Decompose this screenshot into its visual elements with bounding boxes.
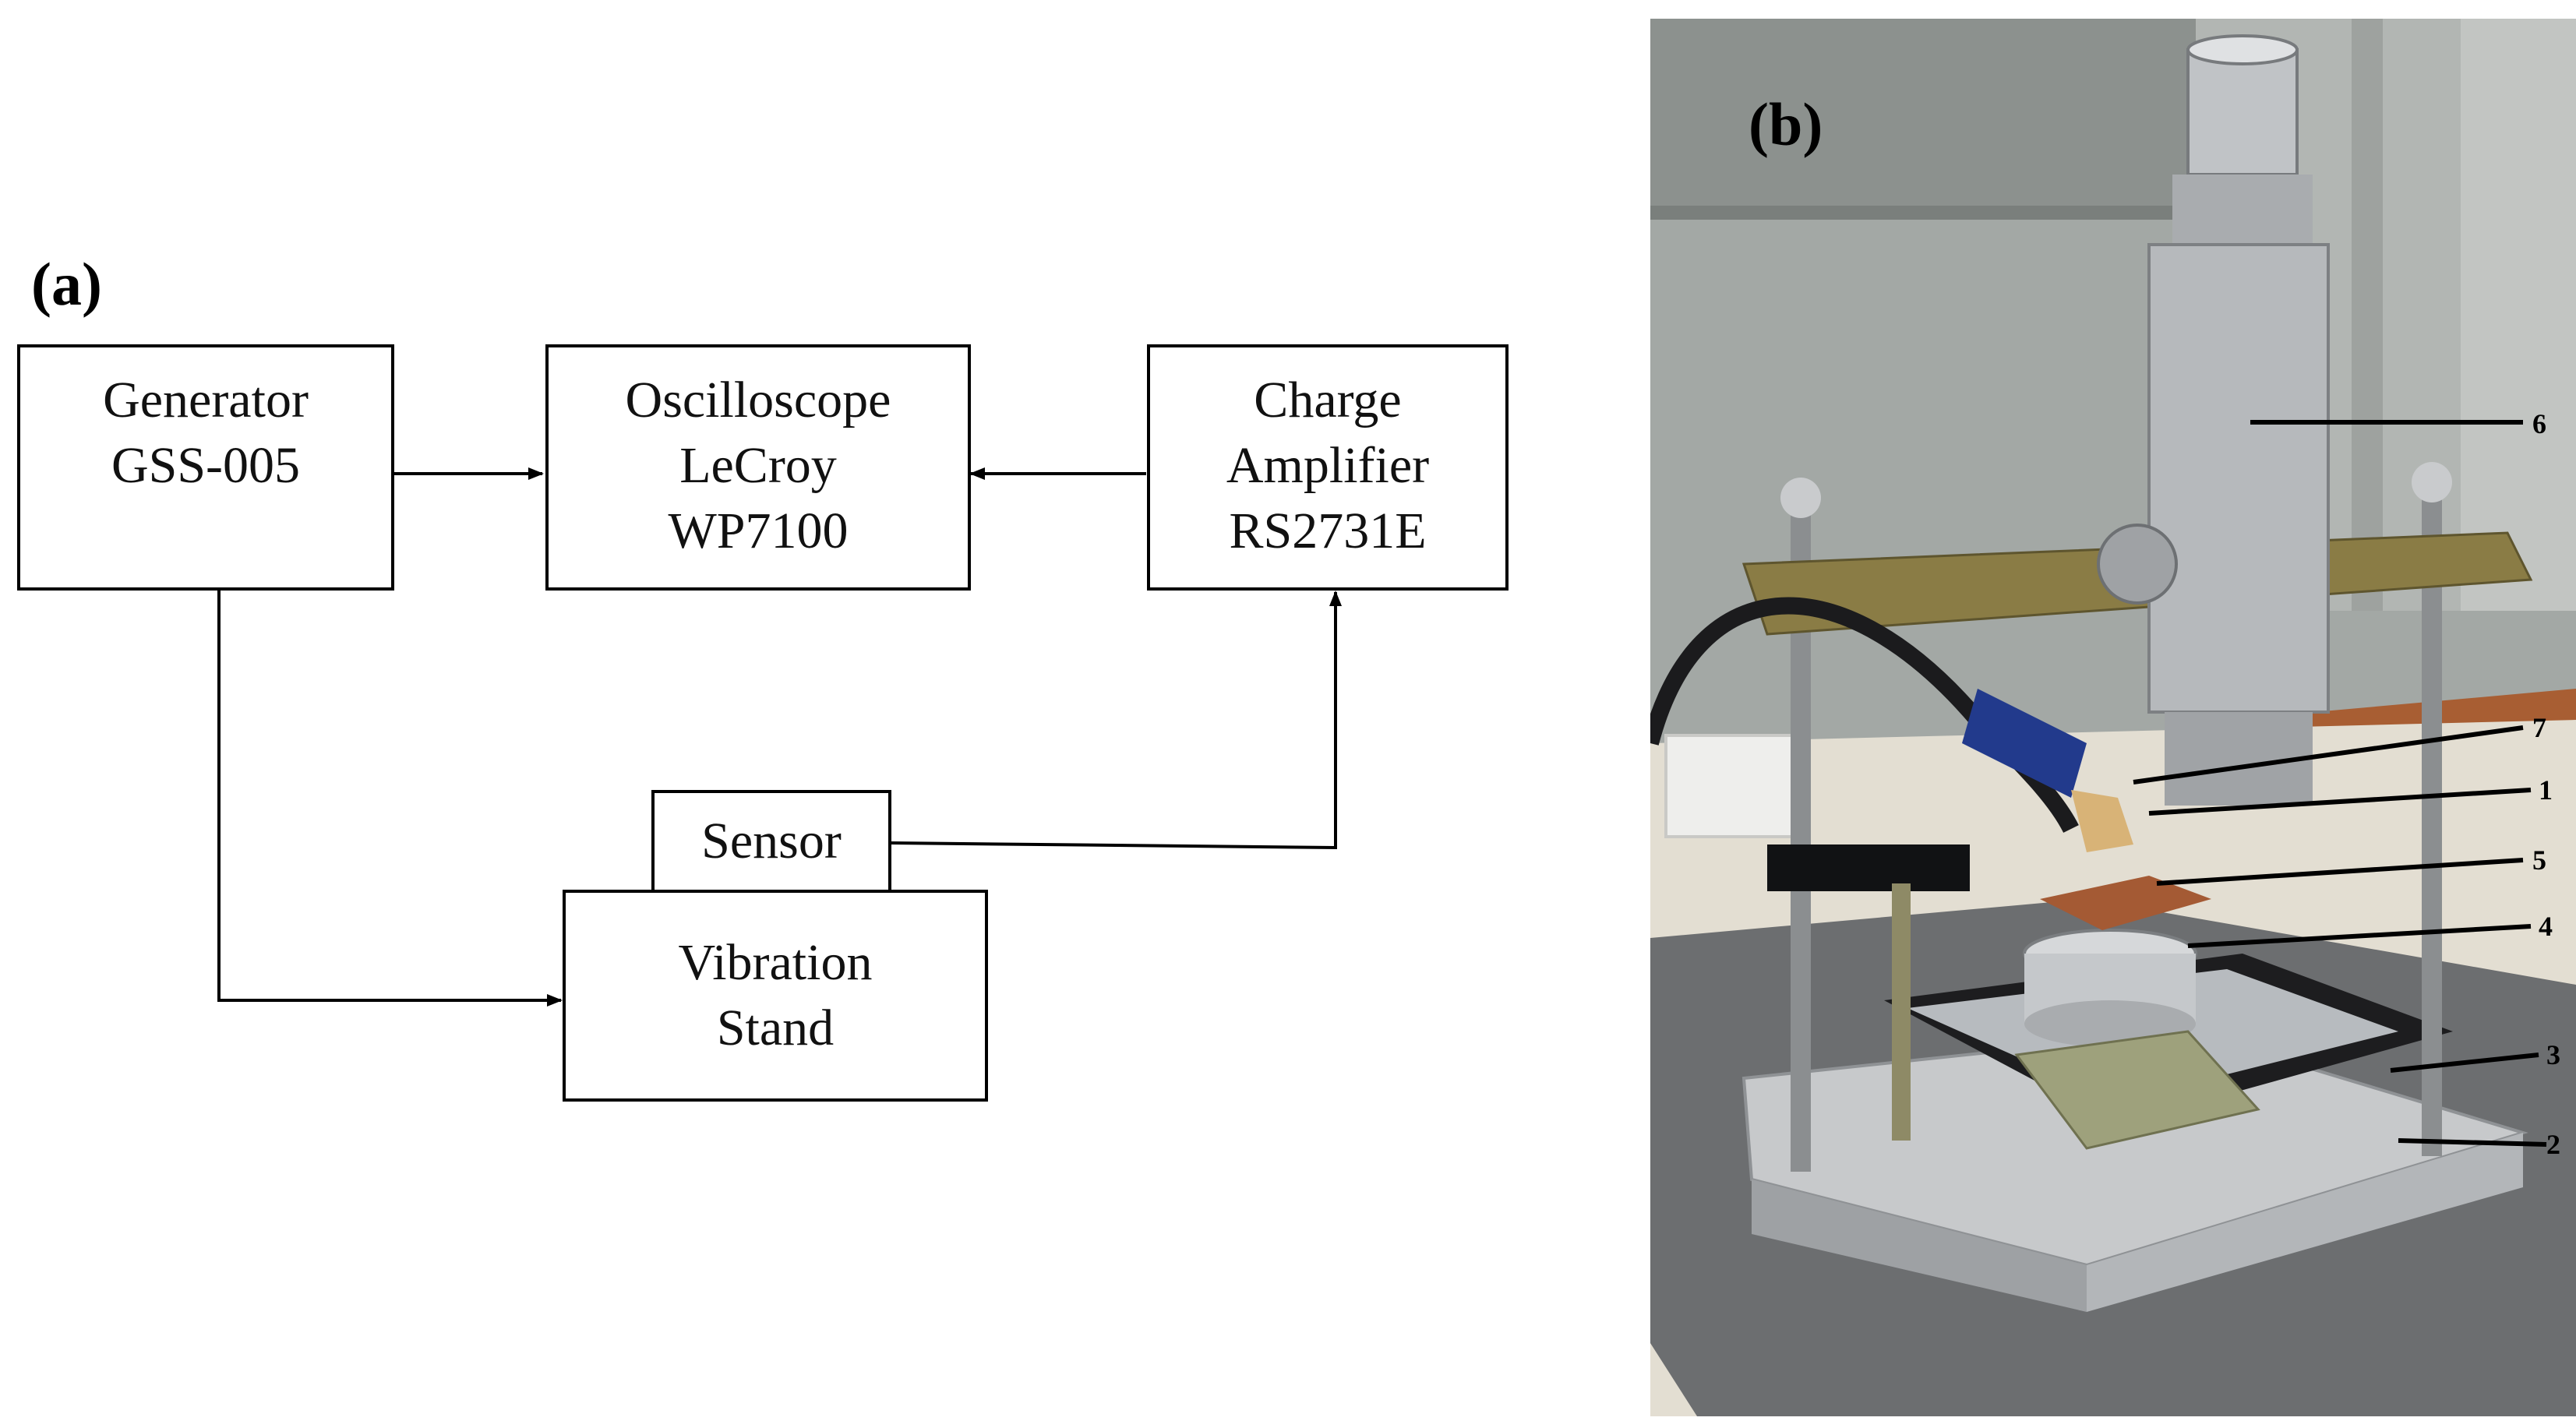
generator-name: Generator (103, 372, 309, 428)
arrow-sensor-to-amplifier (889, 591, 1342, 850)
arrow-generator-to-stand (217, 589, 563, 1007)
amplifier-model: RS2731E (1229, 502, 1427, 559)
callout-3: 3 (2546, 1039, 2560, 1070)
oscilloscope-name: Oscilloscope (625, 372, 891, 428)
oscilloscope-model: WP7100 (668, 502, 849, 559)
stand-line1: Vibration (678, 934, 873, 991)
callout-7: 7 (2532, 712, 2546, 743)
sensor-label: Sensor (701, 813, 842, 869)
generator-model: GSS-005 (111, 437, 301, 494)
generator-block: Generator GSS-005 (17, 344, 394, 591)
callout-1: 1 (2539, 774, 2553, 806)
panel-b-label: (b) (1749, 90, 1823, 158)
callout-5: 5 (2532, 844, 2546, 876)
amplifier-line1: Charge (1254, 372, 1402, 428)
callout-6: 6 (2532, 408, 2546, 439)
setup-photo: 6 7 1 5 4 3 2 (b) (1650, 19, 2576, 1416)
callout-2: 2 (2546, 1129, 2560, 1160)
vibration-stand-block: Vibration Stand (563, 890, 988, 1102)
amplifier-line2: Amplifier (1226, 437, 1430, 494)
oscilloscope-block: Oscilloscope LeCroy WP7100 (545, 344, 971, 591)
panel-a-label: (a) (31, 250, 102, 318)
stand-line2: Stand (716, 1000, 835, 1056)
charge-amplifier-block: Charge Amplifier RS2731E (1147, 344, 1509, 591)
sensor-block: Sensor (651, 790, 891, 893)
oscilloscope-brand: LeCroy (679, 437, 837, 494)
callout-4: 4 (2539, 911, 2553, 942)
